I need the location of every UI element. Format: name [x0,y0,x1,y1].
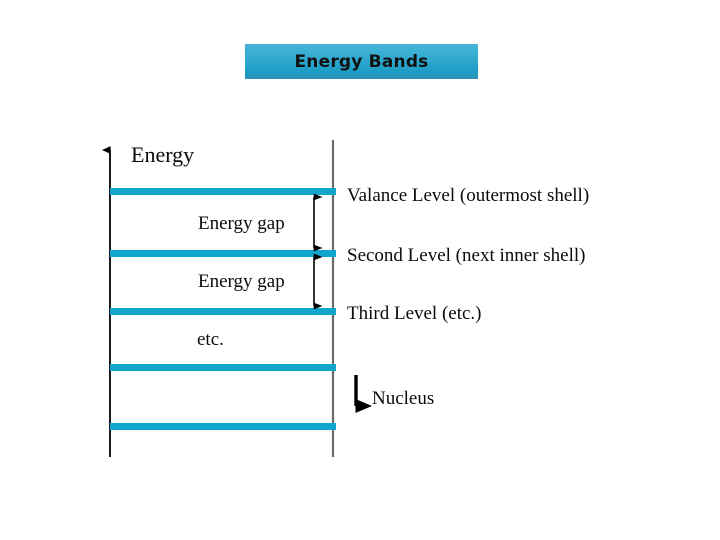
nucleus-label: Nucleus [372,388,434,409]
gap-2-label: Energy gap [198,271,285,292]
gap-1-label: Energy gap [198,213,285,234]
energy-bands-group [110,188,336,430]
band-1-label: Valance Level (outermost shell) [347,185,589,206]
energy-axis: Energy [102,142,194,457]
title-banner: Energy Bands [245,44,478,79]
band-1 [110,188,336,195]
page-title: Energy Bands [294,51,429,72]
band-2 [110,250,336,257]
energy-axis-label: Energy [131,142,194,167]
band-2-label: Second Level (next inner shell) [347,245,585,266]
band-3-label: Third Level (etc.) [347,303,482,324]
band-4 [110,364,336,371]
etc-label: etc. [197,329,224,350]
nucleus-indicator: Nucleus [354,375,434,413]
band-3 [110,308,336,315]
band-5 [110,423,336,430]
